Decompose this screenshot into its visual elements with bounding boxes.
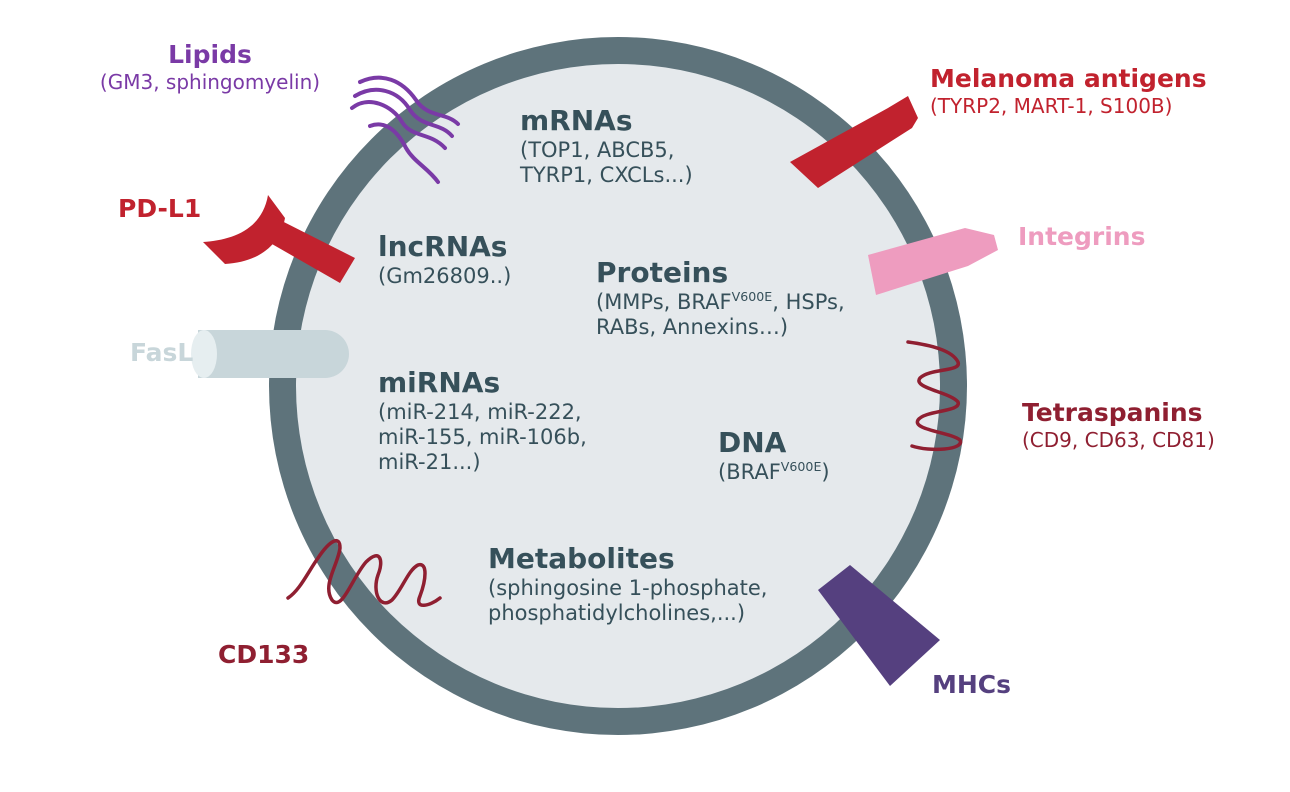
lncrnas-title: lncRNAs [378,230,508,263]
mrnas-label: mRNAs (TOP1, ABCB5, TYRP1, CXCLs...) [520,104,693,188]
tetraspanins-sub: (CD9, CD63, CD81) [1022,428,1215,452]
pdl1-label: PD-L1 [118,194,201,224]
tetraspanins-label: Tetraspanins (CD9, CD63, CD81) [1022,398,1215,452]
fasl-icon [191,330,349,378]
proteins-line-2: RABs, Annexins…) [596,314,789,339]
cd133-label: CD133 [218,640,309,670]
integrins-label: Integrins [1018,222,1145,252]
mhcs-icon [818,565,940,686]
mhcs-label: MHCs [932,670,1011,700]
tetraspanins-icon [906,340,963,452]
mirnas-label: miRNAs (miR-214, miR-222, miR-155, miR-1… [378,366,587,475]
pdl1-title: PD-L1 [118,194,202,223]
mrnas-line-2: TYRP1, CXCLs...) [520,162,693,187]
tetraspanins-title: Tetraspanins [1022,398,1203,427]
integrins-icon [868,228,998,295]
proteins-line-1: (MMPs, BRAFV600E, HSPs, [596,288,845,314]
metabolites-label: Metabolites (sphingosine 1-phosphate, ph… [488,542,767,626]
lipids-title: Lipids [168,40,252,69]
lipids-sub: (GM3, sphingomyelin) [99,70,321,94]
dna-title: DNA [718,426,787,459]
fasl-title: FasL [130,338,194,367]
mrnas-title: mRNAs [520,104,633,137]
melanoma-antigens-label: Melanoma antigens (TYRP2, MART-1, S100B) [930,64,1207,118]
dna-line-1: (BRAFV600E) [718,458,830,484]
lipids-icon [350,75,460,184]
mrnas-line-1: (TOP1, ABCB5, [520,137,675,162]
fasl-label: FasL [130,338,193,368]
melanoma-antigens-title: Melanoma antigens [930,64,1207,93]
proteins-title: Proteins [596,256,729,289]
lipids-label: Lipids (GM3, sphingomyelin) [80,40,340,94]
vesicle-lumen [296,64,940,708]
proteins-label: Proteins (MMPs, BRAFV600E, HSPs, RABs, A… [596,256,845,340]
dna-label: DNA (BRAFV600E) [718,426,830,485]
metabolites-line-1: (sphingosine 1-phosphate, [488,575,768,600]
metabolites-line-2: phosphatidylcholines,...) [488,600,746,625]
mhcs-title: MHCs [932,670,1012,699]
lncrnas-line-1: (Gm26809..) [378,263,512,288]
mirnas-line-1: (miR-214, miR-222, [378,399,582,424]
mirnas-line-2: miR-155, miR-106b, [378,424,587,449]
mirnas-line-3: miR-21...) [378,449,481,474]
mirnas-title: miRNAs [378,366,501,399]
pdl1-icon [203,195,355,283]
lncrnas-label: lncRNAs (Gm26809..) [378,230,511,289]
integrins-title: Integrins [1018,222,1146,251]
metabolites-title: Metabolites [488,542,675,575]
cd133-title: CD133 [218,640,310,669]
melanoma-antigens-icon [790,96,918,188]
cd133-icon [286,539,442,607]
melanoma-antigens-sub: (TYRP2, MART-1, S100B) [930,94,1173,118]
